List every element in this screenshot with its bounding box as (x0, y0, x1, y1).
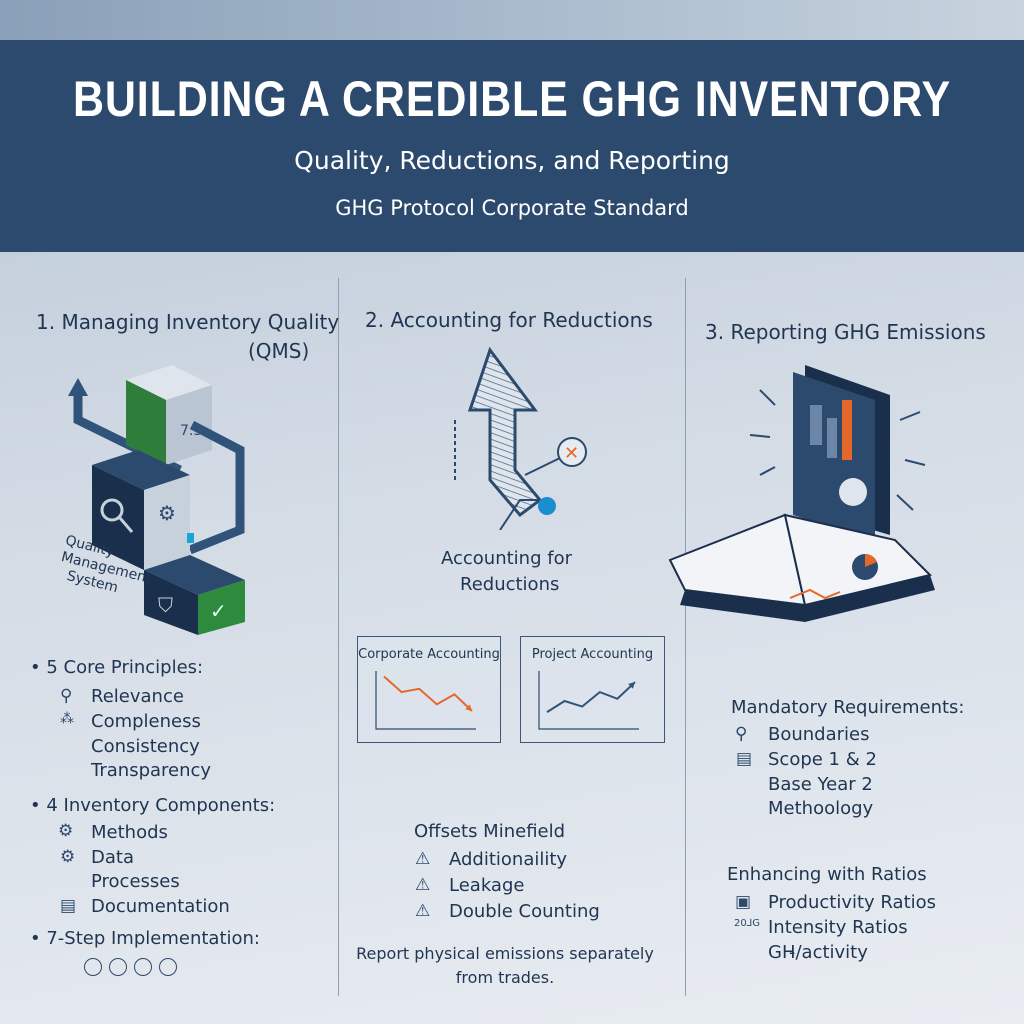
svg-text:✕: ✕ (564, 443, 579, 464)
steps-title: • 7-Step Implementation: (30, 928, 260, 949)
report-book-illustration (668, 365, 935, 622)
shield-icon: ⛉ (158, 593, 173, 617)
principle-item: Relevance (91, 686, 184, 707)
column-divider (685, 278, 686, 996)
reduction-label: Reductions (460, 574, 560, 595)
chart-corporate-accounting: Corporate Accounting (357, 636, 501, 743)
magnifier-icon: ⚲ (60, 686, 73, 706)
page-title: BUILDING A CREDIBLE GHG INVENTORY (72, 71, 952, 127)
ratio-item: Productivity Ratios (768, 892, 937, 913)
principle-item: Transparency (91, 760, 212, 781)
reduction-arrow-illustration: ✕ (454, 346, 587, 530)
chart-title: Project Accounting (531, 647, 654, 662)
chart-plot (538, 671, 639, 730)
component-item: Methods (91, 822, 168, 843)
section-3-heading: 3. Reporting GHG Emissions (705, 320, 986, 344)
top-strip (0, 0, 1024, 40)
chart-project-accounting: Project Accounting (520, 636, 665, 743)
ratios-title: Enhancing with Ratios (727, 864, 927, 885)
chart-axes (538, 671, 639, 730)
qms-cubes-illustration: 7:5 ⚙ ⛉ ✓ (68, 365, 245, 635)
offset-item: Additionaility (449, 849, 568, 870)
components-title: • 4 Inventory Components: (30, 795, 276, 816)
cog-icon: ⚙ (60, 847, 76, 867)
section-1-heading: 1. Managing Inventory Quality (36, 310, 340, 334)
mandatory-item: Scope 1 & 2 (768, 749, 877, 770)
chart-series-line (383, 675, 473, 712)
section-1-heading-abbr: (QMS) (248, 339, 310, 363)
column-divider (338, 278, 339, 996)
mandatory-item: Methoology (768, 798, 874, 819)
component-item: Documentation (91, 896, 230, 917)
document-icon: ▤ (60, 896, 77, 916)
header-banner: BUILDING A CREDIBLE GHG INVENTORY Qualit… (0, 40, 1024, 252)
principles-title: • 5 Core Principles: (30, 657, 204, 678)
chart-trend-arrowhead (628, 682, 635, 689)
ratio-item: GH̵/activity (768, 942, 868, 963)
chart-axes (375, 671, 476, 730)
people-network-icon: ⁂ (60, 711, 74, 727)
x-mark-icon (557, 437, 587, 467)
search-link-icon: ⚲ (735, 724, 748, 744)
step-circle (109, 958, 127, 976)
component-item: Data (91, 847, 134, 868)
productivity-icon: ▣ (735, 892, 752, 912)
offsets-title: Offsets Minefield (414, 821, 566, 842)
chart-trend-arrowhead (465, 704, 472, 711)
reduction-label: Accounting for (441, 548, 572, 569)
gears-icon: ⚙ (58, 821, 74, 841)
step-circle (159, 958, 177, 976)
offset-item: Leakage (449, 875, 525, 896)
shield-check-icon: ✓ (210, 599, 227, 623)
document-icon: ▤ (736, 749, 753, 769)
page-subtitle: Quality, Reductions, and Reporting (294, 146, 730, 175)
gear-icon: ⚙ (158, 501, 176, 525)
mandatory-title: Mandatory Requirements: (731, 697, 965, 718)
principle-item: Consistency (91, 736, 200, 757)
chart-series-line (546, 681, 636, 713)
mandatory-item: Base Year 2 (768, 774, 873, 795)
note-line: from trades. (455, 968, 555, 987)
step-circle (134, 958, 152, 976)
chart-title: Corporate Accounting (358, 647, 500, 662)
warning-icon: ⚠ (415, 875, 431, 895)
mandatory-item: Boundaries (768, 724, 870, 745)
step-circle (84, 958, 102, 976)
warning-icon: ⚠ (415, 849, 431, 869)
ratio-item: Intensity Ratios (768, 917, 908, 938)
chart-plot (375, 671, 476, 730)
component-item: Processes (91, 871, 180, 892)
magnifier-icon (100, 498, 124, 522)
offset-item: Double Counting (449, 901, 600, 922)
principles-title-text: 5 Core Principles: (46, 657, 204, 678)
warning-icon: ⚠ (415, 901, 431, 921)
standard-label: GHG Protocol Corporate Standard (335, 196, 689, 220)
note-line: Report physical emissions separately (356, 944, 654, 963)
section-2-heading: 2. Accounting for Reductions (365, 308, 653, 332)
principle-item: Compleness (91, 711, 201, 732)
steps-title-text: 7-Step Implementation: (46, 928, 260, 949)
components-title-text: 4 Inventory Components: (46, 795, 276, 816)
intensity-icon: 20⅃G (734, 918, 761, 929)
